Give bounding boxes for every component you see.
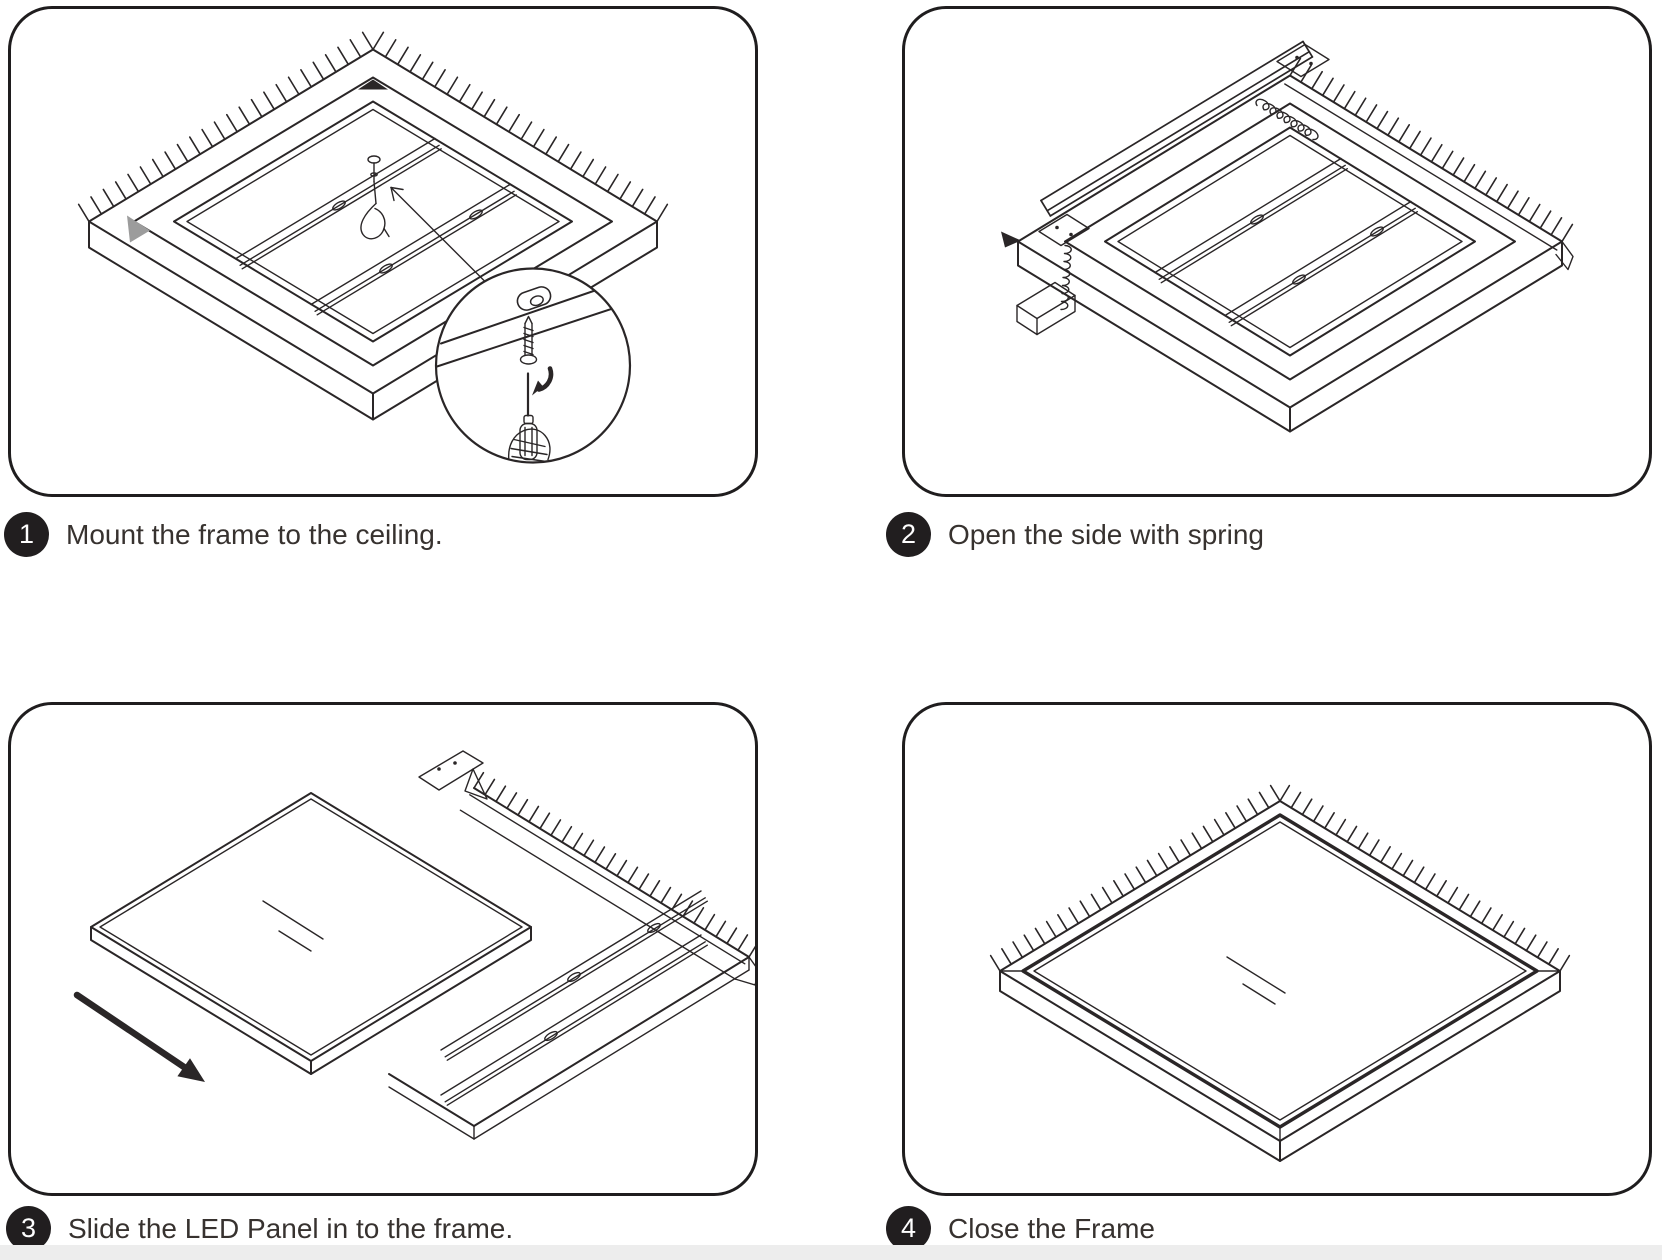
step-3-number-badge: 3 [6, 1206, 51, 1251]
shine-mark [278, 930, 312, 952]
shine-mark [1226, 956, 1286, 994]
step-4-label: Close the Frame [948, 1212, 1155, 1244]
screw [519, 315, 538, 365]
heatsink-fins-right [1289, 57, 1574, 243]
step-1-label: Mount the frame to the ceiling. [66, 518, 443, 550]
opened-spring-door [1040, 40, 1314, 217]
frame-ceiling-mount-illustration [77, 31, 669, 464]
door-end-channel [1016, 281, 1076, 336]
heatsink-end-cap [1555, 240, 1574, 271]
hand [507, 428, 551, 463]
closed-frame-illustration [989, 784, 1571, 1162]
step-4-illustration-panel [902, 702, 1652, 1196]
heatsink-end-cap [734, 956, 755, 986]
mounting-rails [440, 890, 708, 1106]
corner-bracket-top [1276, 43, 1330, 78]
coil-spring-top [1255, 98, 1319, 141]
rotate-arrow [536, 366, 554, 392]
bottom-page-edge [0, 1245, 1662, 1260]
step-1-illustration-panel [8, 6, 758, 497]
heatsink-fins-right [372, 31, 669, 223]
small-arrowhead [1001, 231, 1021, 248]
heatsink-fins-right [473, 771, 755, 958]
heatsink-fins-left [989, 784, 1281, 972]
heatsink-fins-left [77, 31, 374, 223]
step-2-illustration-panel [902, 6, 1652, 497]
hanging-screw-and-wire [360, 155, 390, 240]
step-2-label: Open the side with spring [948, 518, 1264, 550]
step-1-caption: 1 Mount the frame to the ceiling. [4, 512, 443, 557]
panel-slide-in-illustration [73, 750, 755, 1140]
corner-bracket-left [1038, 213, 1090, 247]
mounting-rails [235, 137, 517, 316]
led-panel [90, 792, 532, 1075]
keyhole-slot [516, 286, 552, 311]
step-3-label: Slide the LED Panel in to the frame. [68, 1212, 514, 1244]
frame-spring-open-illustration [1001, 40, 1574, 433]
shine-mark [262, 900, 324, 940]
slide-direction-arrow [73, 991, 205, 1082]
heatsink-fins-right [1279, 784, 1571, 972]
step-3-illustration-panel [8, 702, 758, 1196]
step-1-number-badge: 1 [4, 512, 49, 557]
step-4-number-badge: 4 [886, 1206, 931, 1251]
step-2-caption: 2 Open the side with spring [886, 512, 1264, 557]
corner-shadow-detail [358, 79, 388, 90]
shine-mark [1242, 983, 1276, 1005]
mounting-rails [1154, 157, 1418, 327]
rotate-arrowhead [532, 380, 543, 396]
corner-bracket [418, 750, 488, 800]
step-3-caption: 3 Slide the LED Panel in to the frame. [6, 1206, 513, 1251]
coil-spring-left [1060, 244, 1072, 311]
corner-hatch-detail [127, 215, 150, 243]
step-4-caption: 4 Close the Frame [886, 1206, 1155, 1251]
magnifier-detail-circle [434, 267, 632, 464]
step-2-number-badge: 2 [886, 512, 931, 557]
